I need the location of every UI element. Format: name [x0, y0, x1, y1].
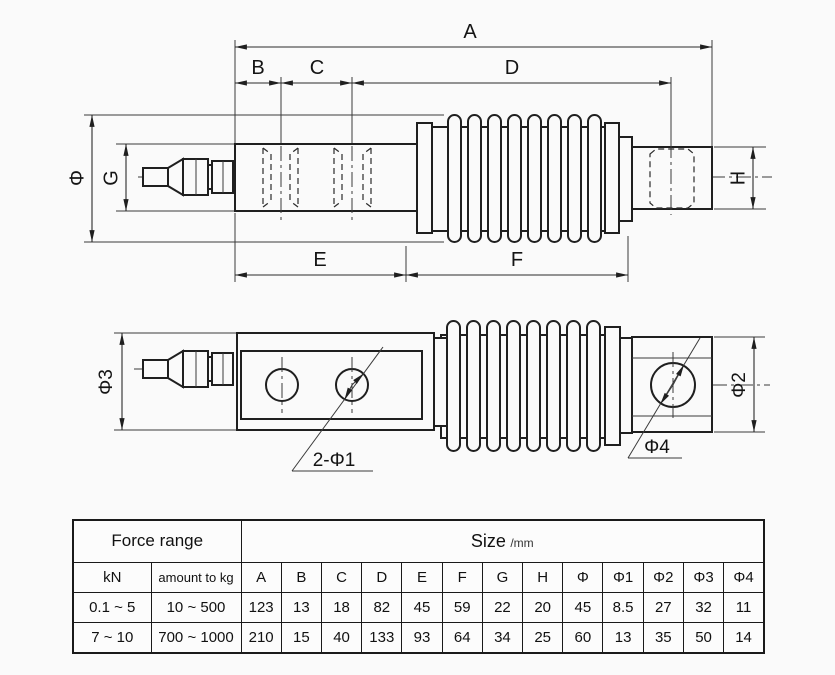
data-cell: 32 — [682, 592, 725, 624]
callout-label-phi4: Φ4 — [644, 437, 670, 458]
data-cell: 22 — [481, 592, 524, 624]
dim-label-d: D — [505, 57, 519, 79]
side-view-drawing — [84, 40, 772, 282]
table-row: 0.1 ~ 5 10 ~ 500 123 13 18 82 45 59 22 2… — [72, 592, 765, 624]
dim-label-b: B — [251, 57, 264, 79]
data-cell: 40 — [320, 622, 363, 654]
dim-label-c: C — [310, 57, 324, 79]
size-unit: /mm — [510, 535, 534, 550]
header-cell: A — [240, 561, 282, 594]
header-amount-to-kg: amount to kg — [150, 561, 242, 594]
size-header: Size — [470, 530, 506, 551]
table-header-row-1: Force range Size /mm — [72, 519, 765, 563]
data-cell: 25 — [522, 622, 564, 654]
dim-label-h: H — [727, 171, 749, 185]
data-cell: 50 — [682, 622, 725, 654]
table-row: 7 ~ 10 700 ~ 1000 210 15 40 133 93 64 34… — [72, 622, 765, 654]
data-cell: 15 — [280, 622, 322, 654]
header-cell: F — [441, 561, 483, 594]
data-cell: 82 — [361, 592, 403, 624]
header-cell: D — [361, 561, 403, 594]
data-cell: 35 — [642, 622, 684, 654]
callout-label-2-phi1: 2-Φ1 — [313, 450, 356, 471]
side-view-dimensions: A B C D E F Φ G H — [66, 21, 756, 278]
data-cell: 10 ~ 500 — [150, 592, 242, 624]
data-cell: 11 — [723, 592, 765, 624]
dim-label-phi3: Φ3 — [96, 369, 117, 395]
data-cell: 7 ~ 10 — [72, 622, 152, 654]
plan-view-dimensions: Φ3 Φ2 2-Φ1 Φ4 — [96, 333, 757, 472]
dim-label-e: E — [313, 249, 326, 271]
header-cell: C — [320, 561, 363, 594]
data-cell: 45 — [562, 592, 604, 624]
dim-label-phi2: Φ2 — [729, 372, 750, 398]
header-cell: Φ4 — [723, 561, 765, 594]
header-cell: B — [280, 561, 322, 594]
data-cell: 27 — [642, 592, 684, 624]
data-cell: 210 — [240, 622, 282, 654]
data-cell: 64 — [441, 622, 483, 654]
data-cell: 8.5 — [602, 592, 644, 624]
header-cell: E — [401, 561, 443, 594]
header-cell: G — [481, 561, 524, 594]
data-cell: 60 — [562, 622, 604, 654]
data-cell: 123 — [240, 592, 282, 624]
table-header-row-2: kN amount to kg A B C D E F G H Φ Φ1 Φ2 … — [72, 561, 765, 594]
technical-drawing: A B C D E F Φ G H — [66, 21, 772, 472]
size-table: Force range Size /mm kN amount to kg A B… — [72, 519, 765, 654]
data-cell: 13 — [602, 622, 644, 654]
header-cell: Φ — [562, 561, 604, 594]
data-cell: 93 — [401, 622, 443, 654]
data-cell: 133 — [361, 622, 403, 654]
data-cell: 45 — [401, 592, 443, 624]
header-cell: Φ3 — [682, 561, 725, 594]
force-range-header: Force range — [72, 519, 242, 563]
dim-label-a: A — [463, 21, 477, 43]
data-cell: 14 — [723, 622, 765, 654]
data-cell: 700 ~ 1000 — [150, 622, 242, 654]
dim-label-phi: Φ — [66, 170, 88, 186]
header-kn: kN — [72, 561, 152, 594]
dim-label-f: F — [511, 249, 523, 271]
header-cell: Φ1 — [602, 561, 644, 594]
data-cell: 13 — [280, 592, 322, 624]
dim-label-g: G — [100, 170, 122, 186]
header-cell: Φ2 — [642, 561, 684, 594]
data-cell: 34 — [481, 622, 524, 654]
data-cell: 20 — [522, 592, 564, 624]
data-cell: 0.1 ~ 5 — [72, 592, 152, 624]
data-cell: 18 — [320, 592, 363, 624]
data-cell: 59 — [441, 592, 483, 624]
size-header-cell: Size /mm — [240, 519, 765, 563]
header-cell: H — [522, 561, 564, 594]
